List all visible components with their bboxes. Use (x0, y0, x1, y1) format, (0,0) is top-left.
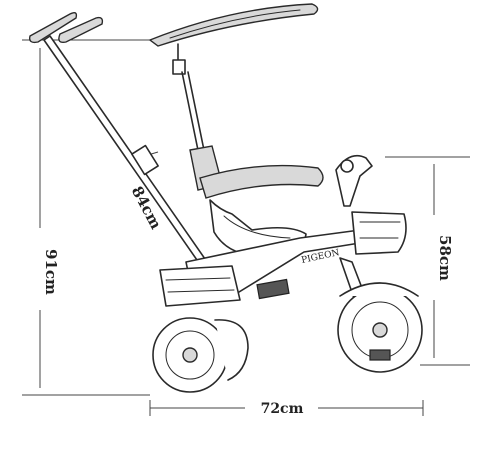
handle-length-label: 84cm (128, 183, 165, 232)
canopy (148, 3, 319, 161)
rear-wheel (152, 317, 228, 393)
dimension-total-height: 91cm (22, 39, 160, 396)
total-height-label: 91cm (42, 249, 60, 295)
dimension-wheelbase: 72cm (149, 400, 424, 417)
front-wheel (337, 282, 423, 373)
back-rear-wheel (214, 319, 249, 381)
seat-height-label: 58cm (436, 235, 454, 281)
dimension-seat-height: 58cm (385, 156, 470, 366)
wheelbase-label: 72cm (261, 401, 304, 417)
frame: PIGEON (159, 229, 367, 307)
